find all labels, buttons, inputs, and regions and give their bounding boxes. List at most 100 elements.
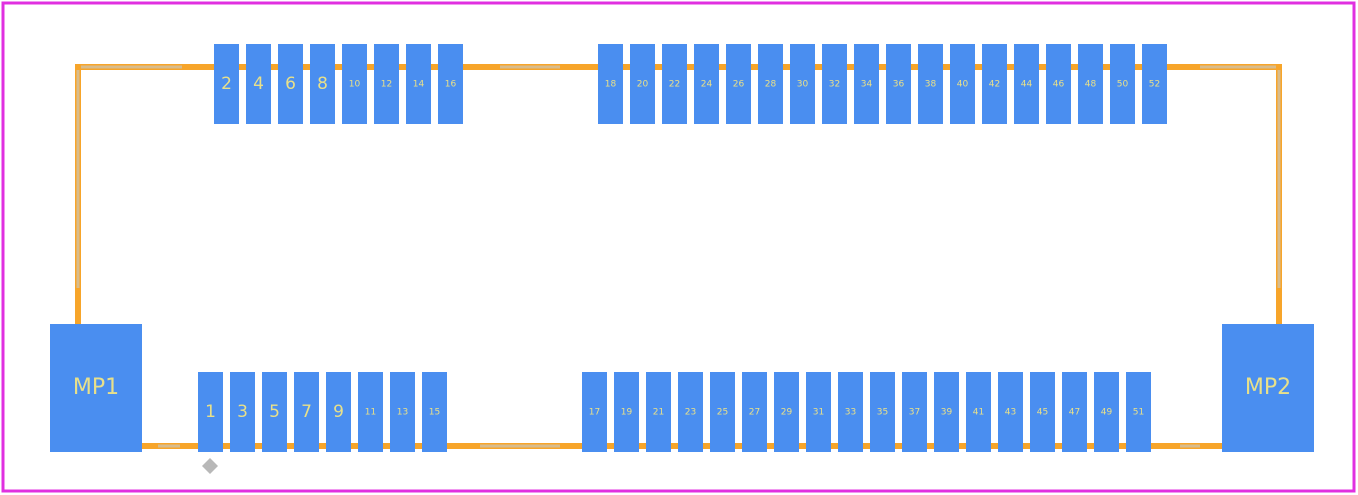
pad-36-shape (886, 44, 911, 124)
pad-24-label: 24 (701, 80, 713, 90)
pad-44-shape (1014, 44, 1039, 124)
pad-26: 26 (726, 44, 751, 124)
pad-32-shape (822, 44, 847, 124)
pad-16-label: 16 (445, 80, 457, 90)
pad-15: 15 (422, 372, 447, 452)
pad-10: 10 (342, 44, 367, 124)
pad-21-shape (646, 372, 671, 452)
pad-5-label: 5 (269, 402, 280, 422)
pad-42-label: 42 (989, 80, 1000, 90)
pad-39: 39 (934, 372, 959, 452)
pad-46-shape (1046, 44, 1071, 124)
pad-38: 38 (918, 44, 943, 124)
pad-1-shape (198, 372, 223, 452)
pad-8: 8 (310, 44, 335, 124)
pad-25-label: 25 (717, 408, 728, 418)
pad-27: 27 (742, 372, 767, 452)
pad-27-shape (742, 372, 767, 452)
pad-28: 28 (758, 44, 783, 124)
pad-18-label: 18 (605, 80, 617, 90)
pad-4-label: 4 (253, 74, 264, 94)
pad-10-shape (342, 44, 367, 124)
pad-2: 2 (214, 44, 239, 124)
pad-45-label: 45 (1037, 408, 1048, 418)
pad-50: 50 (1110, 44, 1135, 124)
pad-47-shape (1062, 372, 1087, 452)
pad-9-shape (326, 372, 351, 452)
pad-42-shape (982, 44, 1007, 124)
pad-30-shape (790, 44, 815, 124)
pad-51-shape (1126, 372, 1151, 452)
pad-12-shape (374, 44, 399, 124)
pad-33: 33 (838, 372, 863, 452)
mounting-pad-mp1: MP1 (50, 324, 142, 452)
pad-39-shape (934, 372, 959, 452)
pin1-marker-shape (202, 458, 218, 474)
pad-45-shape (1030, 372, 1055, 452)
pad-33-shape (838, 372, 863, 452)
pad-49-label: 49 (1101, 408, 1113, 418)
pad-13-label: 13 (397, 408, 408, 418)
pad-49: 49 (1094, 372, 1119, 452)
pad-17-label: 17 (589, 408, 600, 418)
pad-6: 6 (278, 44, 303, 124)
pad-1-label: 1 (205, 402, 216, 422)
pad-3: 3 (230, 372, 255, 452)
pad-25-shape (710, 372, 735, 452)
pad-21: 21 (646, 372, 671, 452)
pad-52-label: 52 (1149, 80, 1160, 90)
pad-42: 42 (982, 44, 1007, 124)
pad-11: 11 (358, 372, 383, 452)
pad-34: 34 (854, 44, 879, 124)
pad-39-label: 39 (941, 408, 953, 418)
pad-48-shape (1078, 44, 1103, 124)
pad-35-shape (870, 372, 895, 452)
pad-50-shape (1110, 44, 1135, 124)
pad-51: 51 (1126, 372, 1151, 452)
pad-48-label: 48 (1085, 80, 1097, 90)
pad-21-label: 21 (653, 408, 664, 418)
pad-20: 20 (630, 44, 655, 124)
pad-6-shape (278, 44, 303, 124)
pad-43-label: 43 (1005, 408, 1016, 418)
pad-33-label: 33 (845, 408, 856, 418)
pad-19-shape (614, 372, 639, 452)
pad-13: 13 (390, 372, 415, 452)
pad-7-label: 7 (301, 402, 312, 422)
pad-43-shape (998, 372, 1023, 452)
pad-35-label: 35 (877, 408, 888, 418)
pad-35: 35 (870, 372, 895, 452)
pad-2-shape (214, 44, 239, 124)
pad-18: 18 (598, 44, 623, 124)
mounting-pad-mp2-shape (1222, 324, 1314, 452)
pad-34-label: 34 (861, 80, 873, 90)
pad-3-label: 3 (237, 402, 248, 422)
pad-5-shape (262, 372, 287, 452)
pad-31: 31 (806, 372, 831, 452)
pad-15-shape (422, 372, 447, 452)
pad-9-label: 9 (333, 402, 344, 422)
pad-4-shape (246, 44, 271, 124)
pad-40: 40 (950, 44, 975, 124)
pad-37-shape (902, 372, 927, 452)
pad-37-label: 37 (909, 408, 920, 418)
pad-41-shape (966, 372, 991, 452)
pad-12-label: 12 (381, 80, 392, 90)
pad-38-label: 38 (925, 80, 937, 90)
pad-46-label: 46 (1053, 80, 1065, 90)
pad-2-label: 2 (221, 74, 232, 94)
pad-13-shape (390, 372, 415, 452)
pad-47-label: 47 (1069, 408, 1080, 418)
pad-24: 24 (694, 44, 719, 124)
pad-11-label: 11 (365, 408, 376, 418)
pad-8-shape (310, 44, 335, 124)
pad-41-label: 41 (973, 408, 984, 418)
pad-49-shape (1094, 372, 1119, 452)
pad-23-label: 23 (685, 408, 696, 418)
pad-20-shape (630, 44, 655, 124)
pad-23-shape (678, 372, 703, 452)
pad-50-label: 50 (1117, 80, 1129, 90)
